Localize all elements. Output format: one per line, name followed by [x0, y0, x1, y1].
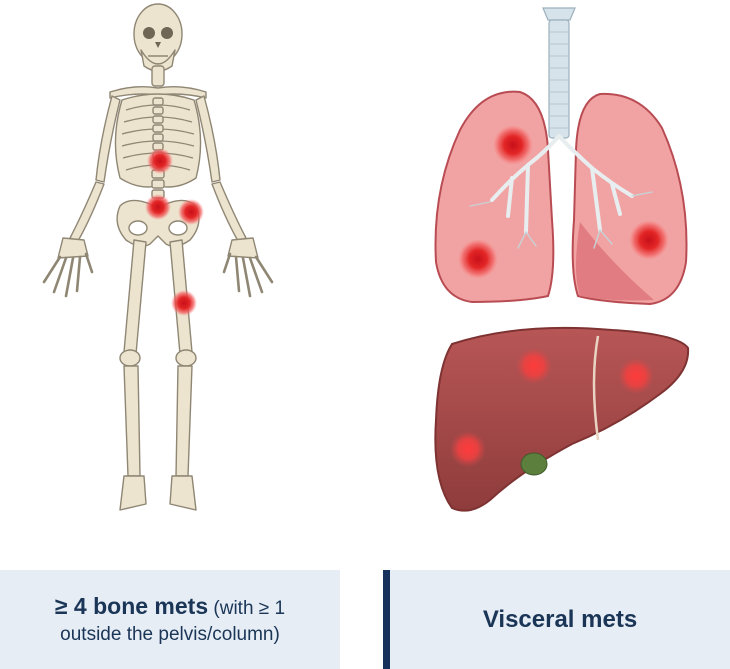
lesion-pelvis	[178, 199, 204, 225]
metastasis-illustration	[0, 0, 730, 560]
lesion-liver-right	[618, 358, 654, 394]
bone-mets-caption-line2: outside the pelvis/column)	[60, 623, 280, 647]
lesion-liver-top	[516, 348, 552, 384]
gallbladder	[521, 453, 547, 475]
bone-mets-count: ≥ 4 bone mets	[55, 593, 208, 619]
lesion-spine-upper	[147, 148, 173, 174]
lesion-liver-lower	[450, 431, 486, 467]
lesion-femur	[171, 290, 197, 316]
lungs-figure	[436, 8, 687, 304]
visceral-mets-label: Visceral mets	[483, 606, 637, 634]
lesion-spine-lower	[145, 194, 171, 220]
lesion-lung-upper-left	[493, 125, 533, 165]
visceral-mets-caption: Visceral mets	[383, 570, 730, 669]
lesion-lung-right	[629, 220, 669, 260]
liver-body	[435, 328, 688, 511]
trachea	[543, 8, 575, 138]
bone-mets-detail: (with ≥ 1	[208, 598, 285, 619]
bone-mets-caption: ≥ 4 bone mets (with ≥ 1 outside the pelv…	[0, 570, 340, 669]
bone-mets-caption-line1: ≥ 4 bone mets (with ≥ 1	[55, 592, 285, 623]
lesion-lung-lower-left	[458, 239, 498, 279]
liver-figure	[435, 328, 688, 511]
skeleton-figure	[44, 4, 272, 510]
